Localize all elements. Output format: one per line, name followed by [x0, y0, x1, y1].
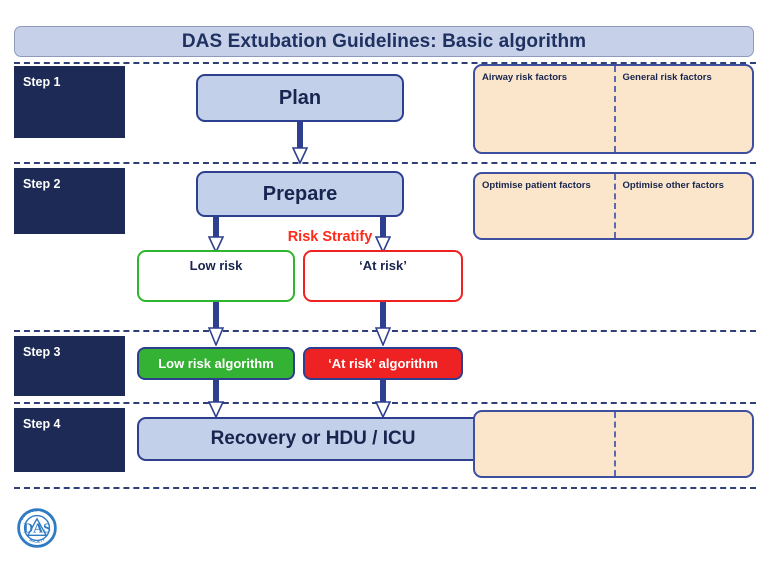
recovery-box[interactable]: Recovery or HDU / ICU — [137, 417, 489, 461]
arrow-prepare-to-at-risk — [375, 217, 391, 253]
arrow-low-algorithm-to-recovery — [208, 380, 224, 418]
plan-label: Plan — [278, 86, 322, 109]
step1-airway-column: Airway risk factors — [475, 66, 614, 152]
step-label-1: Step 1 — [23, 75, 61, 89]
low-risk-algorithm-label: Low risk algorithm — [158, 356, 274, 371]
low-risk-algorithm-box[interactable]: Low risk algorithm — [137, 347, 295, 380]
prepare-box[interactable]: Prepare — [196, 171, 404, 217]
step2-patient-column: Optimise patient factors — [475, 174, 614, 238]
arrow-prepare-to-low-risk — [208, 217, 224, 253]
at-risk-box[interactable]: ‘At risk’ — [303, 250, 463, 302]
plan-box[interactable]: Plan — [196, 74, 404, 122]
step2-other-column: Optimise other factors — [613, 174, 753, 238]
divider-above-step2 — [14, 162, 756, 164]
step4-right-column — [613, 412, 753, 476]
divider-above-step1 — [14, 62, 756, 64]
prepare-label: Prepare — [262, 182, 338, 205]
step-label-box-4: Step 4 — [14, 408, 125, 472]
step2-patient-label: Optimise patient factors — [482, 180, 591, 191]
page-title: DAS Extubation Guidelines: Basic algorit… — [14, 26, 754, 57]
step1-airway-label: Airway risk factors — [482, 72, 568, 83]
risk-stratify-text: Risk Stratify — [287, 229, 373, 245]
low-risk-label: Low risk — [189, 258, 243, 273]
das-logo-icon: DAS DIFFICULT AIRWAY SOCIETY — [14, 505, 60, 551]
low-risk-box[interactable]: Low risk — [137, 250, 295, 302]
at-risk-algorithm-box[interactable]: ‘At risk’ algorithm — [303, 347, 463, 380]
step2-optimise-panel: Optimise patient factors Optimise other … — [473, 172, 754, 240]
step2-other-label: Optimise other factors — [622, 180, 724, 191]
recovery-label: Recovery or HDU / ICU — [210, 428, 416, 449]
step4-panel — [473, 410, 754, 478]
page-title-text: DAS Extubation Guidelines: Basic algorit… — [181, 30, 587, 52]
arrow-low-risk-to-algorithm — [208, 302, 224, 346]
step4-left-column — [475, 412, 614, 476]
arrow-at-risk-to-algorithm — [375, 302, 391, 346]
risk-stratify-label: Risk Stratify — [240, 228, 420, 246]
step-label-box-3: Step 3 — [14, 336, 125, 396]
step-label-2: Step 2 — [23, 177, 61, 191]
arrow-plan-to-prepare — [292, 122, 308, 164]
at-risk-label: ‘At risk’ — [359, 258, 407, 273]
step1-factors-panel: Airway risk factors General risk factors — [473, 64, 754, 154]
divider-below-step4 — [14, 487, 756, 489]
step-label-box-1: Step 1 — [14, 66, 125, 138]
step1-general-label: General risk factors — [622, 72, 712, 83]
step-label-box-2: Step 2 — [14, 168, 125, 234]
svg-text:SOCIETY: SOCIETY — [28, 537, 46, 544]
step1-general-column: General risk factors — [613, 66, 753, 152]
svg-text:DAS: DAS — [23, 521, 51, 536]
step-label-3: Step 3 — [23, 345, 61, 359]
step-label-4: Step 4 — [23, 417, 61, 431]
at-risk-algorithm-label: ‘At risk’ algorithm — [328, 356, 438, 371]
arrow-at-algorithm-to-recovery — [375, 380, 391, 418]
